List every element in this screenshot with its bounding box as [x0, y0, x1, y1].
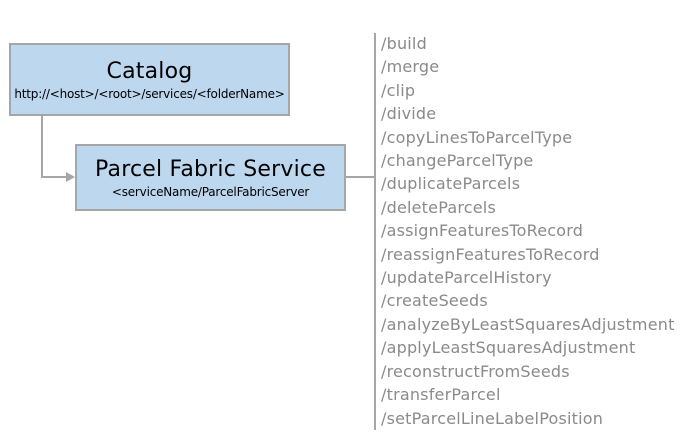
service-title: Parcel Fabric Service [95, 156, 326, 182]
endpoint-item: /changeParcelType [381, 151, 534, 171]
endpoint-item: /updateParcelHistory [381, 268, 552, 288]
catalog-title: Catalog [106, 58, 193, 84]
catalog-url: http://<host>/<root>/services/<folderNam… [14, 87, 285, 102]
endpoint-item: /setParcelLineLabelPosition [381, 408, 604, 428]
endpoint-item: /build [381, 34, 427, 53]
service-url: <serviceName/ParcelFabricServer [111, 185, 310, 200]
endpoint-item: /merge [381, 57, 440, 77]
endpoint-item: /copyLinesToParcelType [381, 127, 573, 147]
endpoint-item: /transferParcel [381, 385, 501, 405]
endpoint-item: /reconstructFromSeeds [381, 361, 570, 381]
endpoint-item: /divide [381, 104, 437, 124]
endpoint-item: /reassignFeaturesToRecord [381, 244, 600, 264]
arrow-right-icon [66, 172, 75, 182]
connector-catalog-elbow [41, 176, 67, 178]
connector-catalog-down [41, 116, 43, 178]
endpoint-item: /duplicateParcels [381, 174, 521, 194]
catalog-box: Catalog http://<host>/<root>/services/<f… [9, 43, 290, 116]
connector-service-to-list [346, 176, 374, 178]
endpoint-list: /build/merge/clip/divide/copyLinesToParc… [381, 32, 686, 430]
endpoint-item: /clip [381, 80, 416, 100]
endpoint-item: /applyLeastSquaresAdjustment [381, 338, 636, 358]
endpoint-item: /assignFeaturesToRecord [381, 221, 584, 241]
endpoint-item: /analyzeByLeastSquaresAdjustment [381, 314, 675, 334]
endpoint-list-divider [374, 33, 376, 430]
endpoint-item: /createSeeds [381, 291, 488, 311]
parcel-fabric-service-box: Parcel Fabric Service <serviceName/Parce… [75, 144, 346, 211]
endpoint-item: /deleteParcels [381, 197, 496, 217]
